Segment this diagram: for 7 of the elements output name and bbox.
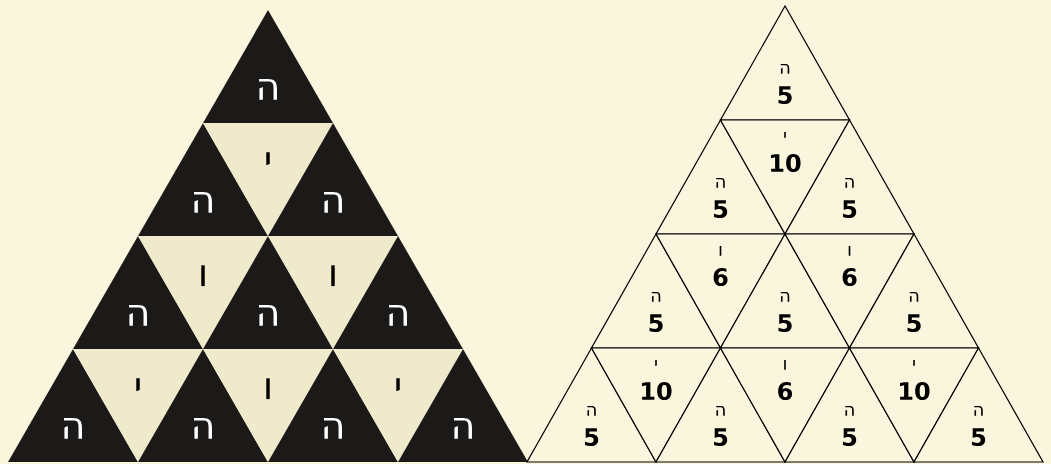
node-label: ה (974, 405, 983, 416)
node-label: ה (845, 405, 854, 416)
node-label: ה (716, 405, 725, 416)
node-label: י (913, 359, 915, 367)
node-label: ו (784, 359, 786, 370)
node-label: י (655, 359, 657, 367)
triangle: ה (203, 10, 333, 123)
